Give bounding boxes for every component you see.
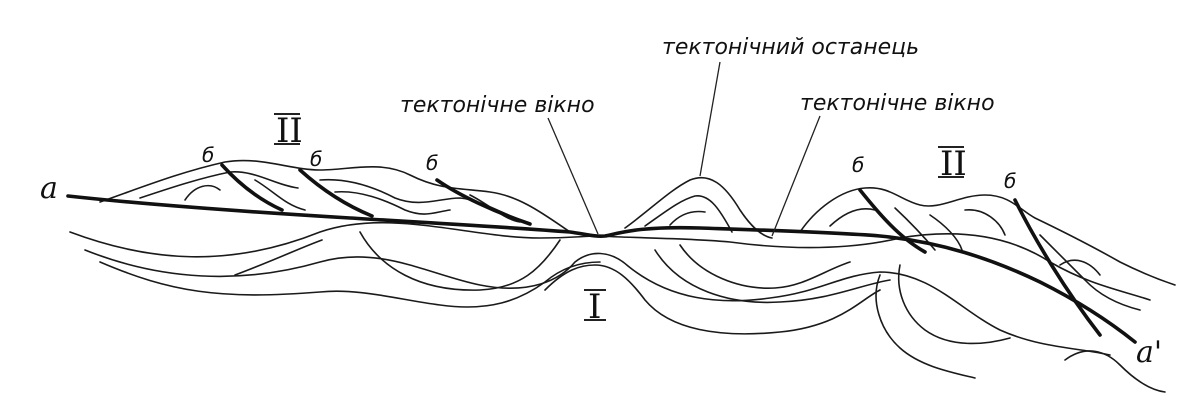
nappe-layer-r6 <box>1059 259 1101 276</box>
label-fault-mark-5: б <box>1004 169 1016 193</box>
secondary-thrust-5 <box>1013 198 1102 337</box>
label-window-left: тектонічне вікно <box>400 93 595 118</box>
lower-layer-8 <box>654 249 891 304</box>
nappe-layer-r4 <box>964 209 1006 236</box>
lower-layer-10 <box>898 264 1011 345</box>
leader-window-left <box>547 117 599 235</box>
secondary-thrusts <box>220 163 1102 337</box>
label-window-right: тектонічне вікно <box>800 91 995 116</box>
lower-layer-3 <box>99 261 601 308</box>
nappe-layers-right <box>799 187 1176 311</box>
autochthon-layers <box>69 221 1166 393</box>
lower-layer-7 <box>679 244 851 289</box>
nappe-layer-r5 <box>1039 234 1141 311</box>
nappe-outline-left <box>99 159 571 233</box>
lower-layer-9 <box>875 274 976 379</box>
nappe-layer-l3 <box>254 179 306 211</box>
secondary-thrust-4 <box>858 188 927 254</box>
leader-lines <box>547 61 821 237</box>
nappe-layer-r1 <box>829 208 876 227</box>
label-section-start: а <box>40 171 58 206</box>
main-thrust-fault <box>66 194 1137 344</box>
nappe-outline-right <box>799 187 1176 286</box>
klippe-layer-1 <box>644 195 733 233</box>
label-fault-mark-2: б <box>310 147 322 171</box>
nappe-layer-l2 <box>184 184 221 201</box>
nappe-layer-r3 <box>929 214 963 251</box>
lower-layer-1 <box>69 221 1151 301</box>
leader-window-right <box>771 115 821 237</box>
lower-layer-2 <box>84 249 1111 356</box>
secondary-thrust-2 <box>298 168 374 218</box>
leader-outlier <box>699 61 721 177</box>
label-fault-mark-4: б <box>852 153 864 177</box>
lower-layer-4 <box>234 239 323 276</box>
secondary-thrust-1 <box>220 163 284 212</box>
secondary-thrust-3 <box>435 178 532 226</box>
label-unit-lower: I <box>588 287 601 327</box>
label-fault-mark-1: б <box>202 143 214 167</box>
lower-layer-11 <box>1064 350 1166 393</box>
lower-layer-6 <box>544 264 881 335</box>
label-outlier: тектонічний останець <box>662 35 919 60</box>
lower-layer-5 <box>359 231 561 291</box>
label-fault-mark-3: б <box>426 151 438 175</box>
nappe-layer-r2 <box>894 207 936 251</box>
nappe-layer-l5 <box>334 190 451 215</box>
klippe-layer-2 <box>669 210 706 226</box>
label-section-end: а' <box>1136 335 1162 370</box>
